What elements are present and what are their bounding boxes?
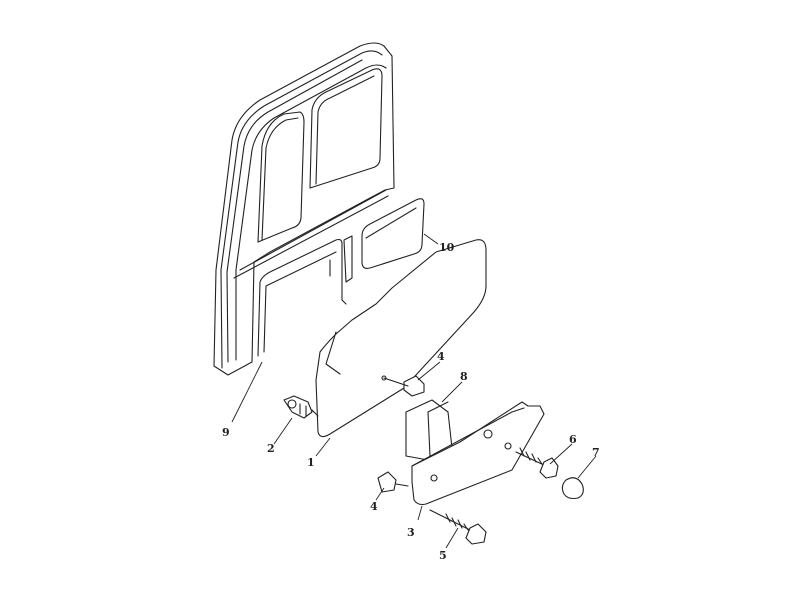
mounting-bracket <box>411 401 545 506</box>
door-frame <box>213 42 395 376</box>
weather-strip <box>361 198 425 269</box>
door-window-right <box>309 68 383 189</box>
leader-lines <box>231 233 597 549</box>
latch-assembly <box>283 395 319 419</box>
callout-part-4-upper: 4 <box>437 350 445 363</box>
callout-part-9: 9 <box>222 426 230 439</box>
striker-block <box>405 399 453 461</box>
callout-part-3: 3 <box>407 526 415 539</box>
callout-part-5: 5 <box>439 549 447 562</box>
lock-clip-lower <box>377 471 409 493</box>
callout-part-8: 8 <box>460 370 468 383</box>
callout-part-4-lower: 4 <box>370 500 378 513</box>
callout-part-10: 10 <box>439 241 455 254</box>
end-cap <box>561 477 584 500</box>
callout-part-6: 6 <box>569 433 577 446</box>
callout-part-2: 2 <box>267 442 275 455</box>
callout-part-1: 1 <box>307 456 315 469</box>
bolt-upper <box>515 447 559 479</box>
door-window-left <box>257 111 305 243</box>
lock-clip-upper <box>381 375 425 397</box>
callout-part-7: 7 <box>592 446 600 459</box>
bolt-lower <box>429 509 487 545</box>
